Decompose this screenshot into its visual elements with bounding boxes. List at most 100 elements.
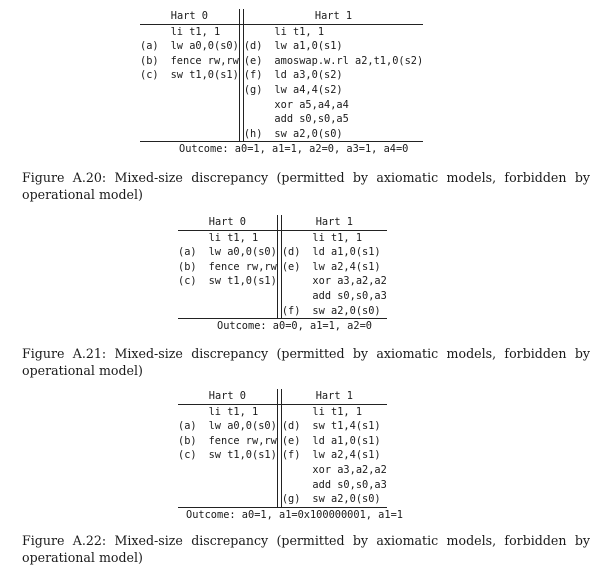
litmus-row: (c)sw t1,0(s1)(f)ld a3,0(s2) [140,68,423,83]
figure-caption-a20: Figure A.20: Mixed-size discrepancy (per… [22,170,590,202]
litmus-row: (h)sw a2,0(s0) [140,126,424,143]
outcome-line: Outcome: a0=0, a1=1, a2=0 [217,320,372,333]
hart1-label: (d) [281,246,301,259]
hart1-label: (d) [243,40,263,53]
hart1-instruction: add s0,s0,a3 [312,289,387,302]
hart1-label [243,98,268,113]
hart0-instruction [165,98,240,113]
hart1-instruction: add s0,s0,a5 [274,113,349,126]
hart1-label: (g) [281,492,307,508]
hart0-label: (a) [140,40,159,53]
litmus-row: (b)fence rw,rw(e)lw a2,4(s1) [178,259,387,275]
litmus-row: (b)fence rw,rw(e)amoswap.w.rl a2,t1,0(s2… [140,53,424,69]
litmus-row: xor a5,a4,a4 [140,97,423,113]
hart1-label [281,289,306,304]
hart-separator [276,230,282,246]
hart-separator [238,82,244,98]
hart0-label [140,126,165,143]
hart1-label: (d) [281,420,301,433]
hart1-label: (f) [281,303,307,320]
hart0-label [140,112,165,127]
hart0-label [140,24,165,39]
hart0-instruction: fence rw,rw [208,434,277,447]
hart1-instruction: sw a2,0(s0) [306,492,387,508]
hart0-label: (b) [178,434,197,447]
hart0-instruction: li t1, 1 [208,231,259,244]
hart0-label [140,98,165,113]
hart0-label: (a) [178,420,197,433]
hart0-instruction [202,303,278,320]
hart0-instruction: li t1, 1 [208,405,259,418]
hart1-instruction: ld a1,0(s1) [312,434,381,447]
hart1-header: Hart 1 [281,215,387,231]
hart0-instruction: li t1, 1 [170,25,221,38]
litmus-row: xor a3,a2,a2 [178,462,387,478]
litmus-row: (g)lw a4,4(s2) [140,82,423,98]
hart1-instruction: li t1, 1 [312,231,363,244]
hart-separator [276,288,282,304]
hart0-label [140,83,165,98]
hart0-label [178,463,203,478]
hart1-instruction: sw t1,4(s1) [312,420,381,433]
hart0-instruction [203,478,278,493]
litmus-row: (f)sw a2,0(s0) [178,303,387,320]
hart1-label: (e) [281,260,301,273]
hart1-instruction: lw a4,4(s2) [274,83,343,96]
hart0-header: Hart 0 [140,9,240,25]
hart-separator [276,448,282,463]
litmus-row: (g)sw a2,0(s0) [178,492,387,508]
hart0-instruction: sw t1,0(s1) [208,449,277,462]
litmus-row: li t1, 1 li t1, 1 [178,230,387,246]
hart1-label: (f) [243,69,263,82]
hart1-instruction: xor a3,a2,a2 [312,275,387,288]
litmus-rows: li t1, 1 li t1, 1(a)lw a0,0(s0)(d)ld a1,0… [178,230,387,320]
hart1-instruction: xor a5,a4,a4 [274,98,349,111]
hart1-instruction: sw a2,0(s0) [268,126,424,143]
hart-separator [276,274,282,289]
litmus-row: (c)sw t1,0(s1)xor a3,a2,a2 [178,274,387,289]
litmus-row: (a) lw a0,0(s0) (d) sw t1,4(s1) [178,419,387,434]
hart0-instruction [203,463,278,478]
hart-separator [276,303,282,320]
hart0-label: (c) [178,275,197,288]
hart1-label [281,404,306,419]
litmus-row: (a)lw a0,0(s0)(d)ld a1,0(s1) [178,245,387,260]
hart0-instruction: lw a0,0(s0) [208,420,277,433]
hart-separator [276,433,282,449]
hart-separator [276,492,282,508]
hart1-instruction: sw a2,0(s0) [306,303,387,320]
hart0-label [178,303,203,320]
hart-separator [238,126,244,143]
hart-separator [276,259,282,275]
hart1-label [243,112,268,127]
hart1-instruction: amoswap.w.rl a2,t1,0(s2) [274,54,424,67]
hart0-label [178,289,203,304]
litmus-row: (a)lw a0,0(s0)(d)lw a1,0(s1) [140,39,423,54]
hart-separator [238,53,244,69]
hart0-label [178,478,203,493]
hart-separator [276,245,282,260]
hart1-label [281,274,306,289]
hart0-instruction [202,492,278,508]
hart-separator [238,24,244,40]
hart-separator [238,97,244,113]
hart1-instruction: add s0,s0,a3 [312,478,387,491]
litmus-row: (b)fence rw,rw(e)ld a1,0(s1) [178,433,387,449]
hart0-label: (c) [178,449,197,462]
hart-separator [276,419,282,434]
hart-separator [276,477,282,493]
litmus-row: add s0,s0,a3 [178,477,387,493]
hart0-instruction: lw a0,0(s0) [170,40,239,53]
hart0-label: (b) [178,260,197,273]
litmus-row: (c)sw t1,0(s1)(f)lw a2,4(s1) [178,448,387,463]
hart1-header: Hart 1 [281,389,387,405]
